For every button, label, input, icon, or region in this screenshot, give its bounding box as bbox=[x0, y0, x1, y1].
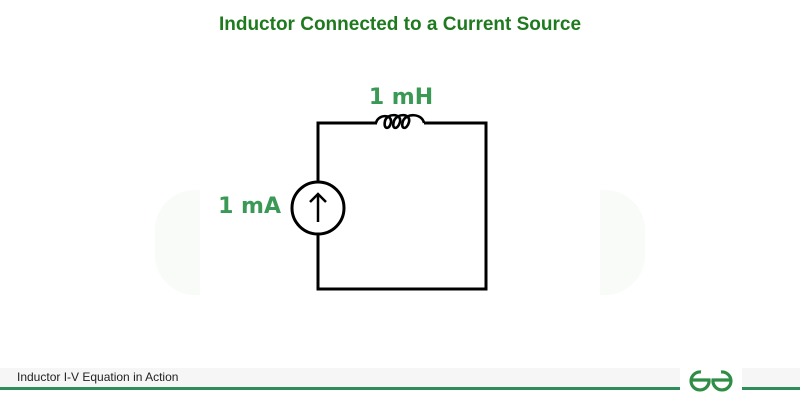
inductor-coil-icon bbox=[374, 113, 426, 130]
wire-top-right bbox=[316, 121, 488, 291]
gfg-logo-icon bbox=[689, 370, 733, 392]
current-arrow-head bbox=[309, 192, 327, 203]
wire-top-left bbox=[316, 121, 377, 182]
footer-caption: Inductor I-V Equation in Action bbox=[17, 370, 179, 384]
background-panel-left bbox=[155, 190, 200, 295]
background-panel-right bbox=[600, 190, 645, 295]
footer-bar bbox=[0, 368, 800, 387]
current-source-up-arrow-icon bbox=[290, 180, 346, 236]
diagram-title: Inductor Connected to a Current Source bbox=[218, 14, 582, 35]
footer-divider-left bbox=[0, 387, 680, 390]
footer-divider-right bbox=[742, 387, 800, 390]
source-value-label: 1 mA bbox=[218, 194, 281, 219]
gfg-logo bbox=[680, 363, 742, 399]
inductor-value-label: 1 mH bbox=[369, 85, 433, 110]
